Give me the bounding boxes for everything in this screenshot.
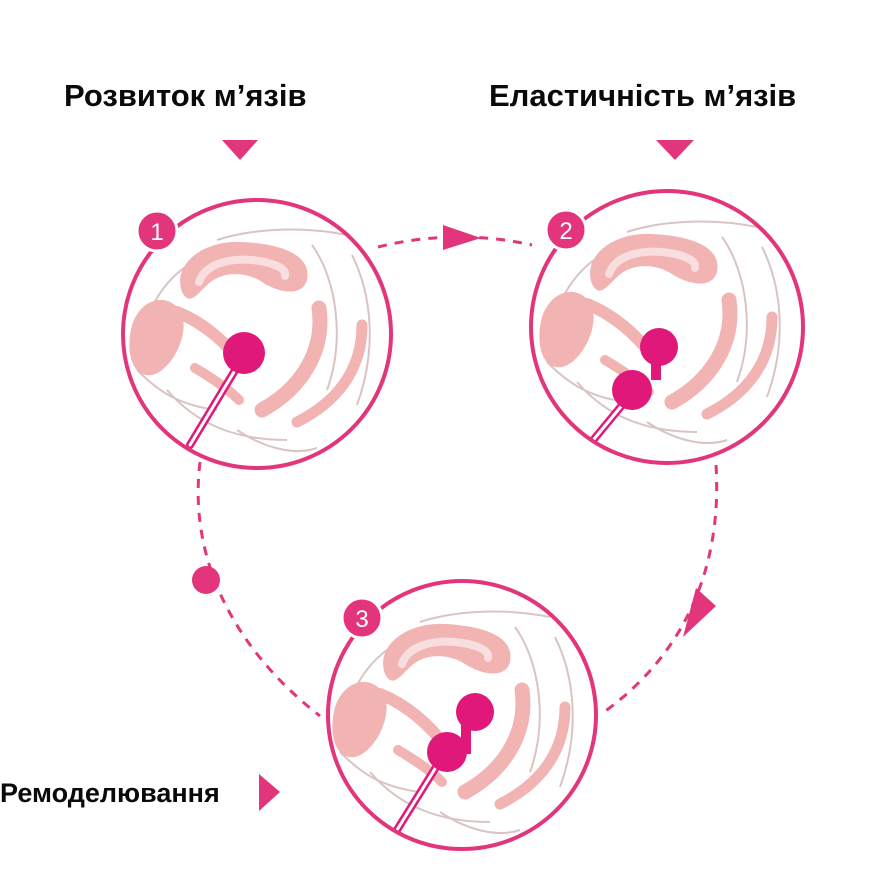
badge-1 [135,209,179,253]
badge-2-number: 2 [559,218,572,245]
badge-1-number: 1 [150,219,163,246]
stage-1-illustration: 1 [121,198,393,470]
right-arrow-icon [443,225,481,250]
badge-2 [544,208,588,252]
connector-3-to-1 [196,461,321,718]
stage-2-illustration: 2 [529,189,805,465]
connector-1-to-2 [377,235,533,249]
badge-3-number: 3 [355,606,368,633]
label-muscle-development: Розвиток м’язів [64,78,307,113]
down-arrow-icon-2 [656,140,694,160]
connector-2-to-3 [603,464,719,714]
flow-arrow-icon [683,588,716,637]
right-pointer-icon [259,774,280,811]
flow-dot-icon [192,566,220,594]
badge-3 [340,596,384,640]
down-arrow-icon-1 [222,140,258,160]
stage-3-illustration: 3 [326,579,598,851]
label-remodeling: Ремоделювання [0,778,220,808]
label-muscle-elasticity: Еластичність м’язів [489,78,797,113]
